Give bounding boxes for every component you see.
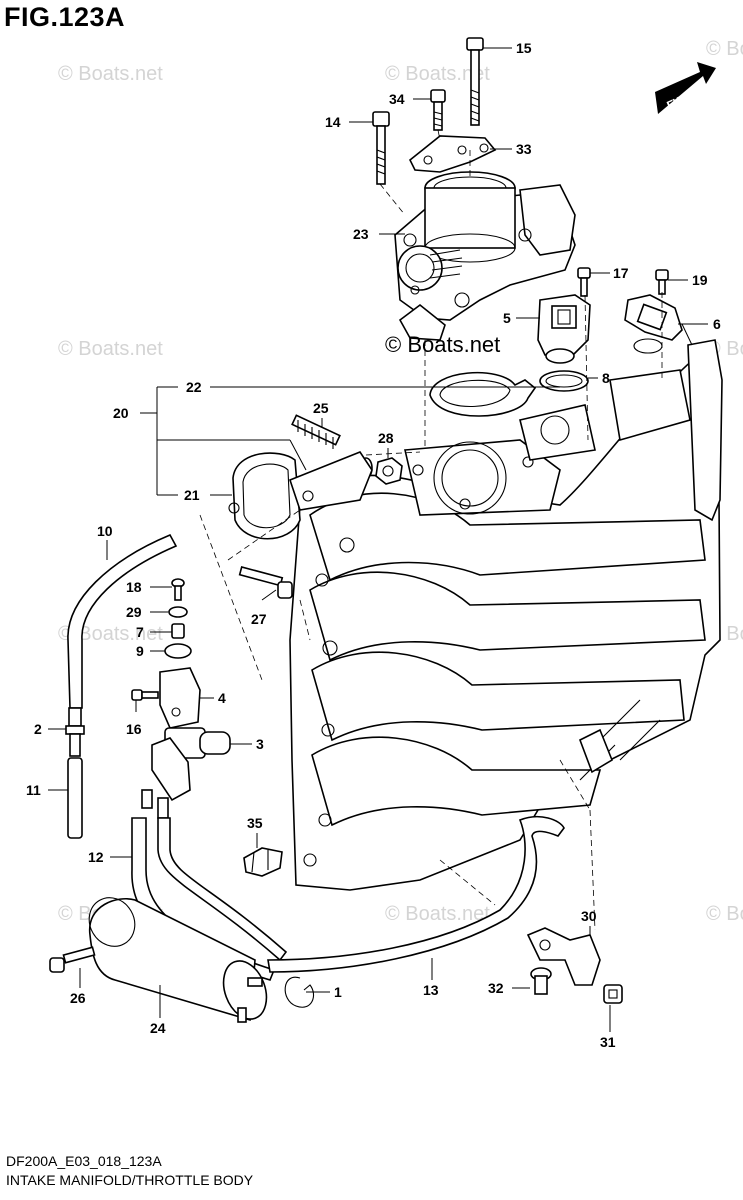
bolt-27 (238, 565, 293, 599)
plate-33 (408, 135, 497, 173)
callouts: 15 34 14 33 23 17 19 5 6 8 22 20 25 28 2… (26, 40, 721, 1050)
callout-5: 5 (503, 310, 511, 326)
callout-26: 26 (70, 990, 86, 1006)
callout-1: 1 (334, 984, 342, 1000)
screw-18 (171, 578, 185, 601)
bolt-32 (530, 967, 552, 995)
bracket-4 (159, 667, 201, 729)
callout-14: 14 (325, 114, 341, 130)
fwd-arrow-icon: FWD (655, 62, 716, 114)
hose-11 (67, 757, 83, 839)
callout-23: 23 (353, 226, 369, 242)
bolt-14 (372, 111, 390, 185)
callout-17: 17 (613, 265, 629, 281)
callout-18: 18 (126, 579, 142, 595)
callout-22: 22 (186, 379, 202, 395)
callout-20: 20 (113, 405, 129, 421)
faint-watermark: © Boats.net (706, 38, 743, 60)
intake-manifold (289, 339, 723, 891)
callout-4: 4 (218, 690, 226, 706)
screw-19 (655, 269, 669, 295)
callout-13: 13 (423, 982, 439, 998)
gasket-22 (429, 371, 537, 417)
callout-9: 9 (136, 643, 144, 659)
screw-16 (131, 689, 159, 701)
valve-3 (141, 727, 231, 819)
connector-2 (65, 707, 85, 757)
throttle-body (394, 171, 576, 341)
callout-34: 34 (389, 91, 405, 107)
hose-13 (267, 815, 565, 973)
callout-15: 15 (516, 40, 532, 56)
callout-3: 3 (256, 736, 264, 752)
screw-17 (577, 267, 591, 297)
faint-watermark: © Boats.net (385, 63, 490, 85)
faint-watermark: © Boats.net (58, 338, 163, 360)
callout-10: 10 (97, 523, 113, 539)
leader-lines (48, 47, 708, 1032)
gasket-21 (228, 452, 301, 540)
bracket-30 (526, 927, 601, 986)
hose-10 (67, 533, 178, 709)
callout-35: 35 (247, 815, 263, 831)
hose-12b (157, 817, 288, 962)
callout-11: 11 (26, 782, 41, 798)
sensor-5 (537, 294, 591, 364)
callout-30: 30 (581, 908, 597, 924)
callout-32: 32 (488, 980, 504, 996)
callout-7: 7 (136, 624, 144, 640)
callout-16: 16 (126, 721, 142, 737)
callout-24: 24 (150, 1020, 166, 1036)
clip-31 (603, 984, 623, 1004)
callout-12: 12 (88, 849, 104, 865)
callout-29: 29 (126, 604, 142, 620)
manifold-flange (289, 451, 373, 511)
figure-code: DF200A_E03_018_123A (6, 1153, 162, 1169)
bolt-15 (466, 37, 484, 126)
bolt-26 (49, 946, 96, 973)
callout-33: 33 (516, 141, 532, 157)
brand-watermark: © Boats.net (385, 332, 500, 357)
figure-name: INTAKE MANIFOLD/THROTTLE BODY (6, 1172, 254, 1188)
callout-6: 6 (713, 316, 721, 332)
sensor-6 (624, 294, 683, 354)
callout-25: 25 (313, 400, 329, 416)
guide-lines (199, 129, 663, 931)
flange-hole (302, 490, 314, 502)
filter-24 (88, 897, 268, 1023)
spacer-7 (171, 623, 185, 639)
faint-watermark: © Boats.net (706, 903, 743, 925)
callout-31: 31 (600, 1034, 616, 1050)
callout-21: 21 (184, 487, 200, 503)
bolt-34 (430, 89, 446, 131)
callout-8: 8 (602, 370, 610, 386)
callout-2: 2 (34, 721, 42, 737)
callout-28: 28 (378, 430, 394, 446)
grommet-9 (164, 643, 192, 659)
clip-35 (243, 847, 283, 877)
faint-watermark: © Boats.net (385, 903, 490, 925)
faint-watermark: © Boats.net (58, 63, 163, 85)
washer-29 (168, 606, 188, 618)
figure-title: FIG.123A (4, 2, 126, 32)
callout-19: 19 (692, 272, 708, 288)
o-ring-8-inner (545, 374, 583, 388)
stud-25 (291, 414, 341, 449)
callout-27: 27 (251, 611, 267, 627)
o-ring-8 (539, 370, 589, 392)
faint-watermark: © Boats.net (58, 623, 163, 645)
